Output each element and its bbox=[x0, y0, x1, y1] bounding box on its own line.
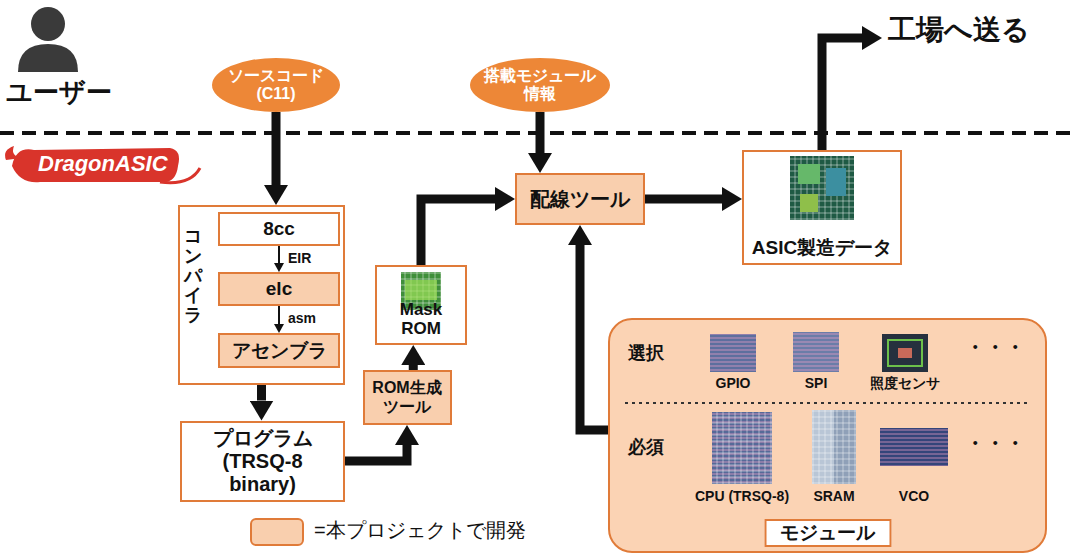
output-arrow bbox=[822, 38, 862, 150]
flow-arrow bbox=[272, 112, 281, 185]
node-text: ROM生成 ツール bbox=[371, 379, 444, 416]
row-label: 必須 bbox=[628, 437, 664, 458]
cpu-chip-image bbox=[712, 412, 772, 484]
ellipse-outline bbox=[470, 58, 610, 112]
node-text: コンパイラ bbox=[184, 227, 202, 326]
flow-arrow bbox=[257, 385, 266, 401]
flow-arrow bbox=[580, 245, 608, 430]
flow-arrow-thin bbox=[278, 246, 280, 263]
vco-chip-image bbox=[880, 428, 948, 466]
node-text: ASIC製造データ bbox=[750, 237, 894, 259]
input-ellipse: 搭載モジュール 情報 bbox=[470, 58, 610, 112]
sram-chip-image bbox=[812, 410, 856, 484]
node-text: モジュール bbox=[764, 519, 891, 547]
ellipsis: ・・・ bbox=[965, 336, 1025, 359]
output-box: プログラム (TRSQ-8 binary) bbox=[180, 421, 345, 502]
spi-chip-image bbox=[793, 332, 839, 372]
row-separator bbox=[625, 402, 1030, 404]
flow-arrow bbox=[345, 445, 407, 461]
actor-label: ユーザー bbox=[6, 78, 112, 108]
module-name: CPU (TRSQ-8) bbox=[695, 488, 789, 504]
module-panel-fill bbox=[609, 319, 1046, 552]
node-text: Mask ROM bbox=[383, 300, 459, 339]
legend-text: =本プロジェクトで開発 bbox=[314, 519, 526, 542]
node-text: プログラム (TRSQ-8 binary) bbox=[188, 427, 337, 496]
node-text: 配線ツール bbox=[523, 188, 637, 211]
flow-arrow bbox=[536, 112, 545, 153]
edge-label: EIR bbox=[286, 251, 313, 266]
node-text: ソースコード (C11) bbox=[220, 67, 332, 104]
node-text: 搭載モジュール 情報 bbox=[478, 67, 602, 104]
process-box: アセンブラ bbox=[218, 333, 340, 368]
module-name: SRAM bbox=[813, 488, 854, 504]
logo-mark bbox=[5, 146, 200, 183]
light-sensor-chip-image bbox=[882, 334, 928, 372]
boundary-line bbox=[0, 131, 1070, 135]
gpio-chip-image bbox=[710, 334, 756, 372]
image-box: ASIC製造データ bbox=[742, 150, 902, 265]
module-name: 照度センサ bbox=[870, 375, 940, 391]
input-ellipse: ソースコード (C11) bbox=[212, 58, 340, 112]
node-text: elc bbox=[226, 278, 332, 300]
process-box: 8cc bbox=[218, 212, 340, 246]
edge-label: asm bbox=[286, 312, 318, 327]
asic-chip-image bbox=[790, 156, 854, 220]
flow-arrow bbox=[645, 195, 722, 204]
flow-arrow bbox=[421, 199, 495, 265]
node-text: 8cc bbox=[226, 218, 332, 240]
destination-label: 工場へ送る bbox=[888, 14, 1030, 46]
process-box: 配線ツール bbox=[515, 173, 645, 225]
process-box: ROM生成 ツール bbox=[363, 370, 452, 425]
image-box: Mask ROM bbox=[375, 265, 467, 345]
module-name: VCO bbox=[899, 488, 929, 504]
row-label: 選択 bbox=[628, 343, 664, 364]
module-name: GPIO bbox=[715, 375, 750, 391]
flow-arrow-thin bbox=[278, 306, 280, 324]
ellipsis: ・・・ bbox=[965, 432, 1025, 455]
logo-text: DragonASIC bbox=[38, 151, 168, 176]
node-text: アセンブラ bbox=[226, 340, 332, 362]
module-name: SPI bbox=[805, 375, 828, 391]
user-icon bbox=[18, 7, 78, 72]
ellipse-outline bbox=[212, 58, 340, 112]
process-box: elc bbox=[218, 272, 340, 306]
legend-swatch bbox=[250, 518, 304, 546]
compiler-box: 8cc elc アセンブラ コンパイラ bbox=[178, 205, 345, 385]
